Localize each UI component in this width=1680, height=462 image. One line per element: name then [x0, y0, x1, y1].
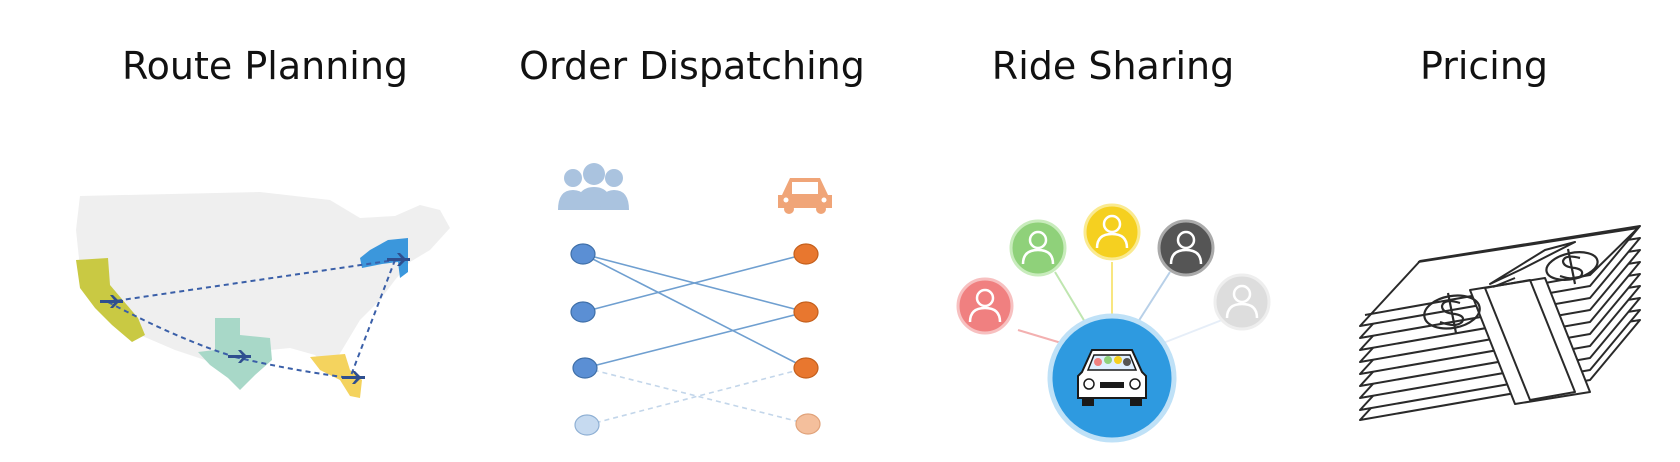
passenger-node [570, 301, 596, 323]
shared-car-icon [1077, 349, 1147, 406]
passenger-node [572, 357, 598, 379]
us-map-icon [76, 192, 450, 398]
passenger-node [570, 243, 596, 265]
rider-yellow [1083, 203, 1141, 261]
driver-nodes [793, 243, 821, 435]
rider-green [1009, 219, 1067, 277]
driver-node [793, 243, 819, 265]
passenger-node [574, 414, 600, 436]
person-icon [1225, 284, 1259, 319]
car-icon [778, 178, 832, 214]
rider-red [956, 277, 1014, 335]
route-lines [107, 259, 396, 379]
driver-node [793, 357, 819, 379]
airplane-icons [100, 253, 410, 384]
rider-light [1213, 273, 1271, 331]
title-ride-sharing: Ride Sharing [991, 44, 1235, 88]
driver-node [793, 301, 819, 323]
people-icon [558, 163, 629, 210]
new-york-shape [360, 238, 408, 278]
passenger-nodes [570, 243, 600, 436]
person-icon [1021, 230, 1055, 265]
title-route-planning: Route Planning [121, 44, 409, 88]
texas-shape [198, 318, 272, 390]
money-stack-icon [1359, 225, 1641, 421]
person-icon [1169, 230, 1203, 265]
title-pricing: Pricing [1419, 44, 1549, 88]
airplane-icon [228, 350, 251, 363]
airplane-icon [342, 371, 365, 384]
driver-node [795, 413, 821, 435]
shared-car-hub [1047, 313, 1177, 443]
dispatch-edges [582, 253, 809, 426]
title-order-dispatching: Order Dispatching [519, 44, 865, 88]
rider-gray [1157, 219, 1215, 277]
person-icon [968, 288, 1002, 323]
person-icon [1095, 214, 1129, 249]
airplane-icon [387, 253, 410, 266]
dollar-sign-icon [1423, 292, 1481, 334]
airplane-icon [100, 295, 123, 308]
dollar-sign-icon [1545, 248, 1599, 285]
